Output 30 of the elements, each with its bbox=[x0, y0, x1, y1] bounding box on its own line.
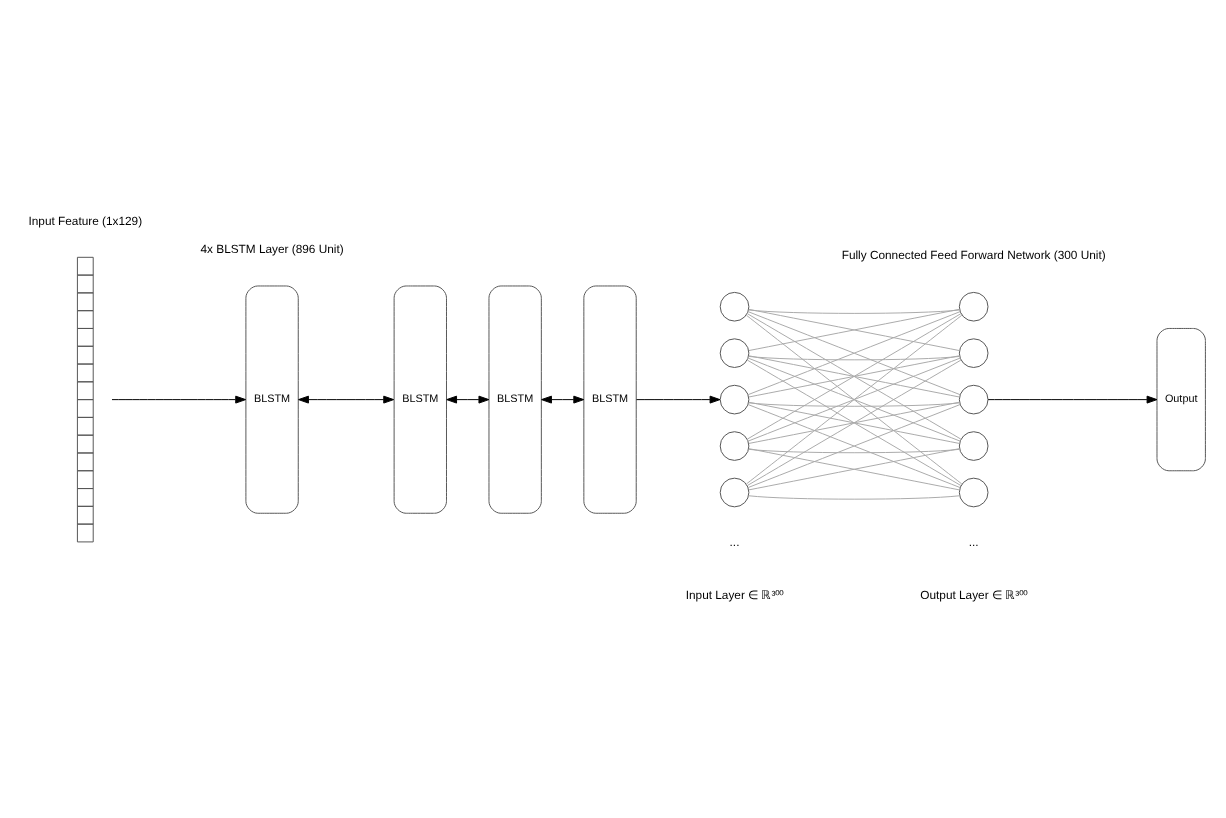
arrow bbox=[446, 395, 490, 404]
connector bbox=[746, 313, 962, 440]
connector bbox=[748, 401, 960, 444]
arrow bbox=[298, 395, 395, 404]
connector bbox=[748, 355, 961, 361]
arrow bbox=[541, 395, 585, 404]
node-circle bbox=[958, 477, 989, 508]
node-circle bbox=[719, 338, 750, 368]
node-circle bbox=[719, 477, 750, 508]
node-circle bbox=[719, 431, 750, 461]
connector bbox=[747, 311, 961, 396]
node-circle bbox=[719, 384, 750, 415]
connector bbox=[748, 448, 961, 454]
connector bbox=[748, 402, 961, 407]
connector bbox=[748, 308, 960, 352]
connector bbox=[748, 495, 961, 500]
arrow bbox=[987, 395, 1158, 404]
connector bbox=[747, 357, 961, 442]
connector bbox=[748, 355, 960, 398]
connector bbox=[748, 309, 961, 314]
node-circle bbox=[719, 291, 750, 322]
node-circle bbox=[958, 338, 989, 368]
node-circle bbox=[958, 291, 989, 322]
arrow bbox=[635, 395, 721, 404]
connector bbox=[745, 314, 963, 485]
connector bbox=[748, 448, 960, 491]
connector bbox=[746, 359, 962, 487]
node-circle bbox=[958, 431, 989, 461]
node-circle bbox=[958, 384, 989, 415]
arrow bbox=[111, 395, 247, 404]
